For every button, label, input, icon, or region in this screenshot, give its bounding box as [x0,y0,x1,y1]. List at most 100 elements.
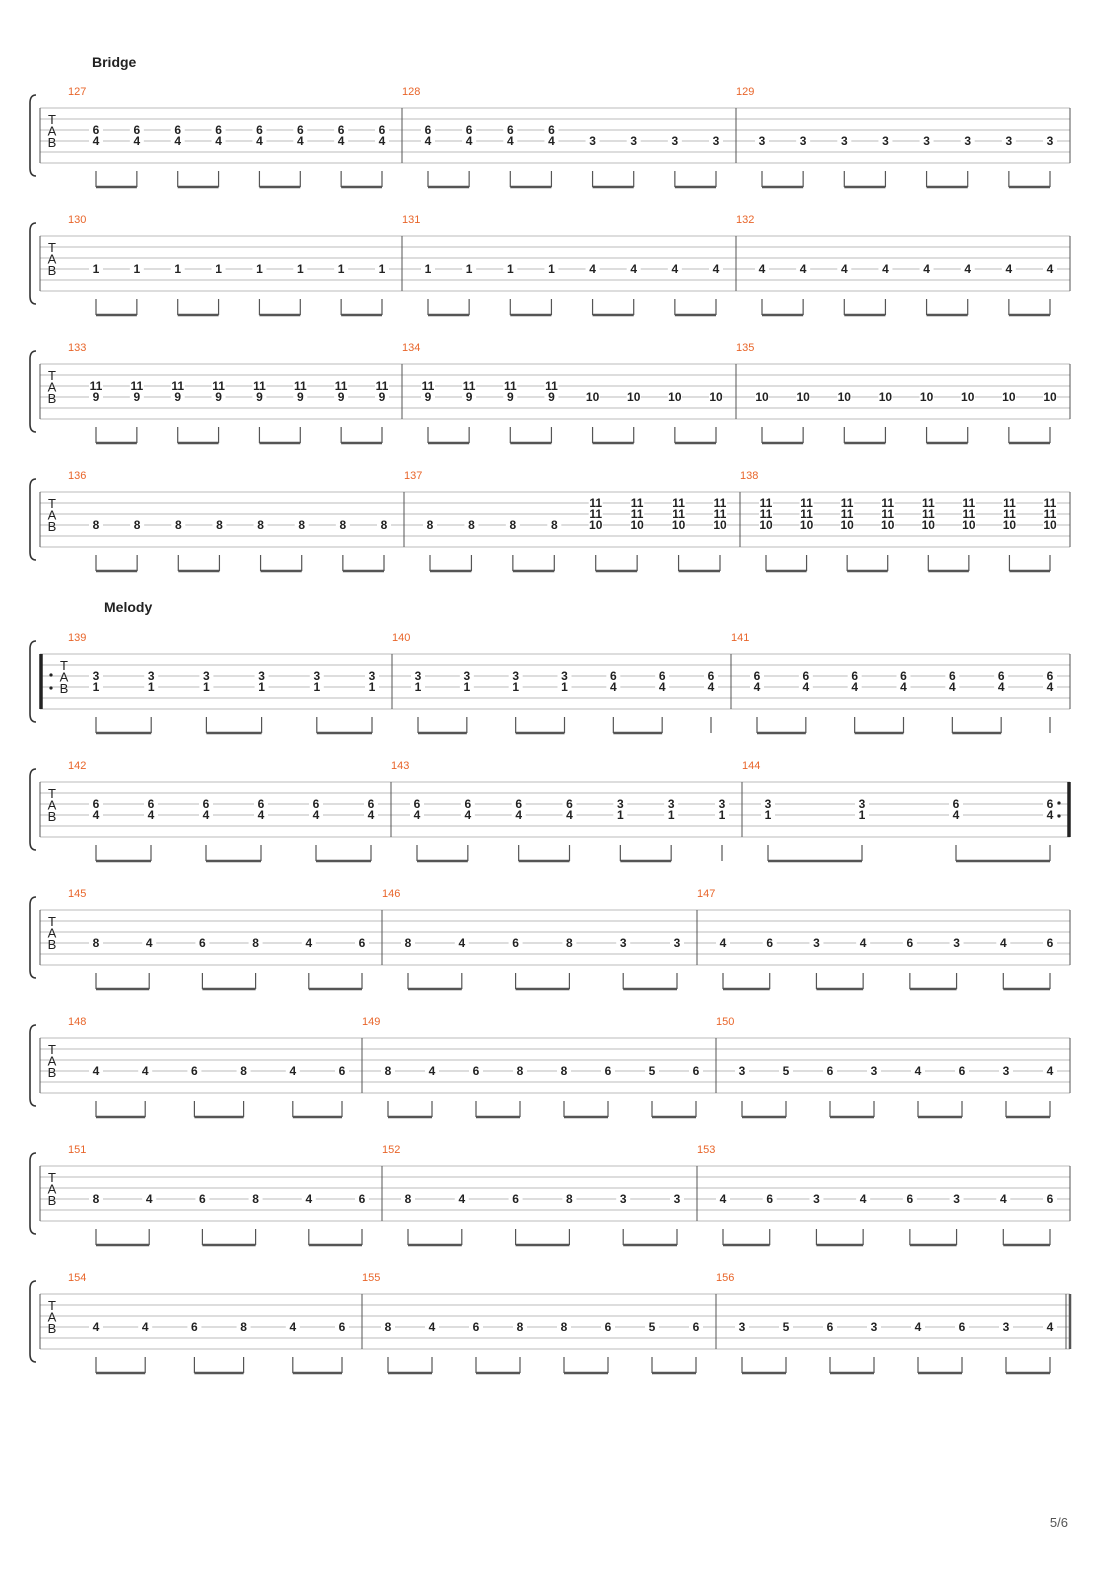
fret-bg [1001,391,1016,402]
fret-number: 10 [586,390,600,404]
fret-number: 1 [379,262,386,276]
fret-bg [89,380,103,391]
fret-bg [588,497,603,508]
fret-bg [1043,508,1057,519]
fret-number: 6 [134,123,141,137]
fret-number: 6 [339,1320,346,1334]
fret-number: 10 [713,518,727,532]
system-bracket [29,896,37,979]
fret-bg [616,1193,631,1204]
fret-bg [606,681,621,692]
fret-number: 4 [566,808,573,822]
fret-number: 11 [672,507,685,521]
fret-number: 11 [841,496,854,510]
fret-number: 10 [1003,518,1017,532]
fret-number: 10 [1002,390,1016,404]
fret-bg [1043,263,1057,274]
tab-clef-letter: A [48,124,57,139]
fret-number: 3 [953,1192,960,1206]
fret-number: 1 [617,808,624,822]
fret-number: 3 [630,134,637,148]
fret-bg [130,519,145,530]
fret-bg [309,681,324,692]
fret-number: 4 [800,262,807,276]
fret-bg [716,1193,730,1204]
fret-number: 8 [510,518,517,532]
fret-bg [513,1065,527,1076]
fret-number: 4 [148,808,155,822]
tab-clef-letter: T [48,1298,56,1313]
fret-bg [375,124,389,135]
fret-number: 3 [1006,134,1013,148]
fret-number: 1 [415,680,422,694]
fret-bg [334,380,349,391]
fret-number: 4 [215,134,222,148]
fret-number: 1 [668,808,675,822]
fret-number: 10 [1043,390,1057,404]
fret-number: 6 [949,669,956,683]
fret-number: 11 [463,379,476,393]
fret-bg [129,124,144,135]
fret-number: 4 [659,680,666,694]
fret-bg [955,1065,969,1076]
system-bracket [29,478,37,561]
tab-clef-letter: T [48,368,56,383]
fret-bg [945,681,960,692]
fret-number: 6 [515,797,522,811]
fret-bg [142,937,157,948]
fret-bg [921,519,936,530]
fret-bg [410,798,424,809]
fret-bg [1043,391,1057,402]
tab-clef-letter: A [48,380,57,395]
fret-bg [840,497,855,508]
fret-bg [334,263,349,274]
fret-number: 11 [294,379,307,393]
tab-clef-letter: B [48,519,57,534]
fret-bg [562,809,577,820]
fret-number: 11 [131,379,144,393]
fret-number: 1 [93,262,100,276]
fret-bg [377,519,391,530]
tab-clef-letter: B [48,937,57,952]
fret-bg [364,798,378,809]
fret-bg [459,670,474,681]
fret-bg [960,263,975,274]
fret-bg [89,263,103,274]
fret-number: 6 [1047,797,1054,811]
fret-bg [809,1193,824,1204]
fret-bg [462,124,477,135]
fret-number: 3 [561,669,568,683]
fret-number: 6 [659,669,666,683]
fret-number: 3 [1003,1320,1010,1334]
fret-bg [462,380,477,391]
fret-bg [253,519,268,530]
fret-number: 3 [1047,134,1054,148]
fret-number: 6 [548,123,555,137]
fret-number: 11 [1003,496,1016,510]
fret-bg [779,1065,793,1076]
fret-bg [557,670,572,681]
fret-number: 4 [630,262,637,276]
fret-bg [144,809,158,820]
fret-bg [759,497,773,508]
fret-number: 11 [800,496,813,510]
fret-number: 6 [693,1320,700,1334]
fret-bg [236,1065,251,1076]
measure-number: 149 [362,1016,380,1028]
fret-number: 6 [766,1192,773,1206]
fret-bg [248,1193,263,1204]
fret-number: 11 [1003,507,1016,521]
fret-bg [309,670,324,681]
fret-number: 11 [881,507,894,521]
fret-number: 5 [649,1064,656,1078]
fret-bg [511,798,526,809]
fret-bg [254,681,269,692]
fret-number: 6 [93,797,100,811]
fret-number: 4 [93,1320,100,1334]
fret-bg [89,1065,103,1076]
fret-number: 4 [368,808,375,822]
fret-bg [365,681,379,692]
fret-bg [1043,135,1057,146]
